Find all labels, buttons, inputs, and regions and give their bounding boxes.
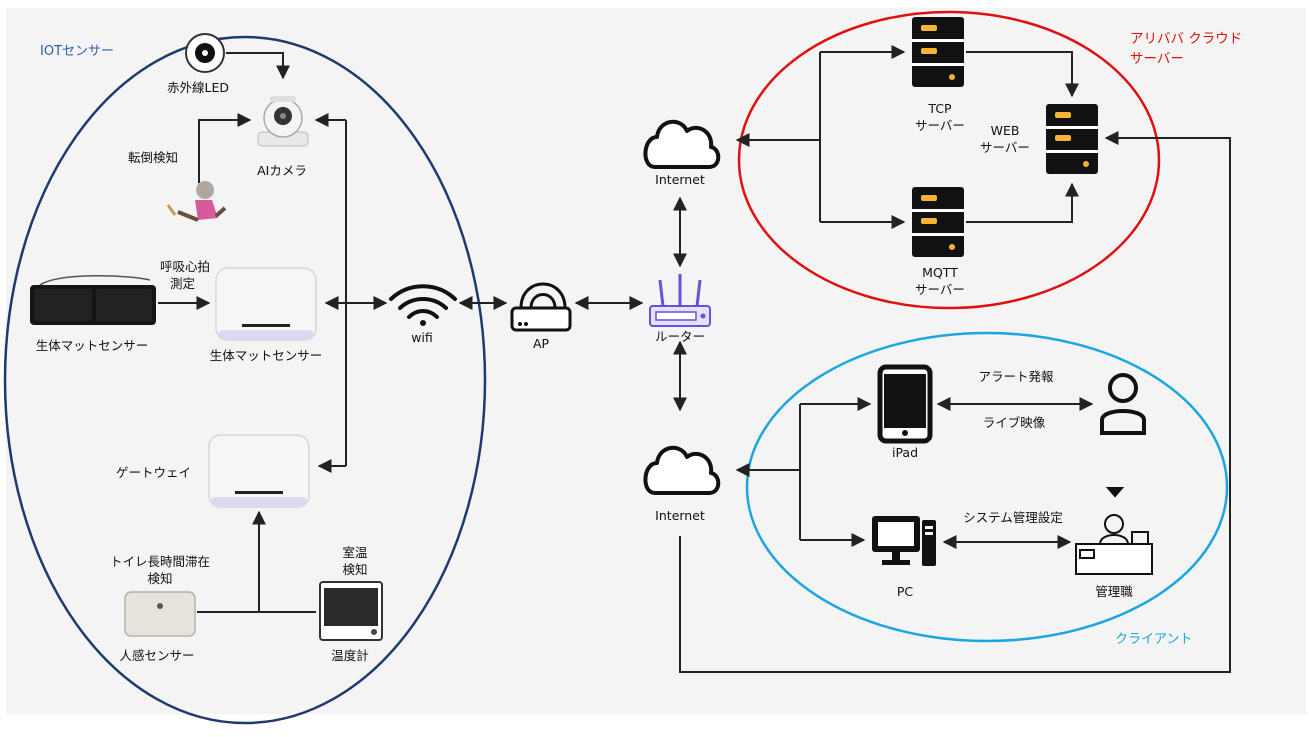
live-video-label: ライブ映像	[982, 415, 1046, 430]
manager-icon	[1075, 487, 1153, 575]
room-temp-label-line1: 室温	[342, 545, 368, 560]
motion-sensor-icon	[124, 591, 196, 637]
web-server-label-line1: WEB	[990, 123, 1020, 138]
infrared-led-icon	[185, 33, 225, 73]
background-panel	[6, 8, 1306, 714]
ai-camera-icon	[257, 96, 309, 147]
iot-group-ellipse	[3, 35, 487, 725]
client-group-label: クライアント	[1115, 632, 1193, 647]
gateway-label: ゲートウェイ	[116, 465, 192, 480]
router-icon	[649, 274, 711, 327]
web-server-icon	[1046, 104, 1098, 174]
gateway-icon	[208, 434, 310, 508]
bio-mat-sensor-hub-label: 生体マットセンサー	[209, 348, 323, 363]
system-mgmt-label: システム管理設定	[963, 510, 1063, 525]
cloud-group-label-line2: サーバー	[1130, 51, 1184, 67]
internet-top-label: Internet	[655, 172, 705, 187]
bio-mat-hub-icon	[215, 267, 317, 341]
bio-mat-pad-icon	[30, 274, 156, 325]
thermometer-label: 温度計	[331, 648, 369, 663]
toilet-label-line1: トイレ長時間滞在	[109, 554, 211, 569]
breathing-label-line2: 測定	[170, 276, 196, 291]
mqtt-server-label-line1: MQTT	[922, 265, 958, 280]
motion-sensor-label: 人感センサー	[119, 648, 195, 663]
infrared-led-label: 赤外線LED	[167, 80, 229, 95]
fallen-person-icon	[166, 181, 227, 222]
wifi-label: wifi	[411, 330, 433, 345]
user-icon	[1100, 373, 1146, 435]
web-server-label-line2: サーバー	[980, 140, 1030, 155]
mqtt-server-icon	[912, 187, 964, 257]
breathing-label-line1: 呼吸心拍	[160, 259, 211, 274]
connectors	[158, 45, 1231, 673]
alert-label: アラート発報	[978, 369, 1054, 384]
wifi-icon	[389, 284, 457, 326]
ap-icon	[510, 282, 572, 332]
tcp-server-icon	[912, 17, 964, 87]
ai-camera-label: AIカメラ	[257, 163, 307, 178]
pc-label: PC	[896, 584, 914, 599]
iot-group-label: IOTセンサー	[40, 44, 115, 59]
client-group-ellipse	[745, 331, 1229, 643]
pc-icon	[872, 516, 936, 566]
cloud-group-label-line1: アリババ クラウド	[1130, 31, 1243, 47]
tcp-server-label-line1: TCP	[928, 101, 952, 116]
manager-label: 管理職	[1095, 584, 1133, 599]
tcp-server-label-line2: サーバー	[915, 118, 965, 133]
thermometer-icon	[319, 581, 383, 641]
toilet-label-line2: 検知	[147, 571, 173, 586]
fall-detect-label: 転倒検知	[128, 150, 179, 165]
room-temp-label-line2: 検知	[342, 562, 368, 577]
ap-label: AP	[532, 336, 550, 351]
ipad-icon	[877, 364, 933, 444]
bio-mat-sensor-left-label: 生体マットセンサー	[35, 338, 149, 353]
mqtt-server-label-line2: サーバー	[915, 282, 965, 297]
cloud-group-ellipse	[737, 10, 1161, 310]
router-label: ルーター	[654, 329, 706, 344]
ipad-label: iPad	[891, 445, 919, 460]
internet-bottom-label: Internet	[655, 508, 705, 523]
